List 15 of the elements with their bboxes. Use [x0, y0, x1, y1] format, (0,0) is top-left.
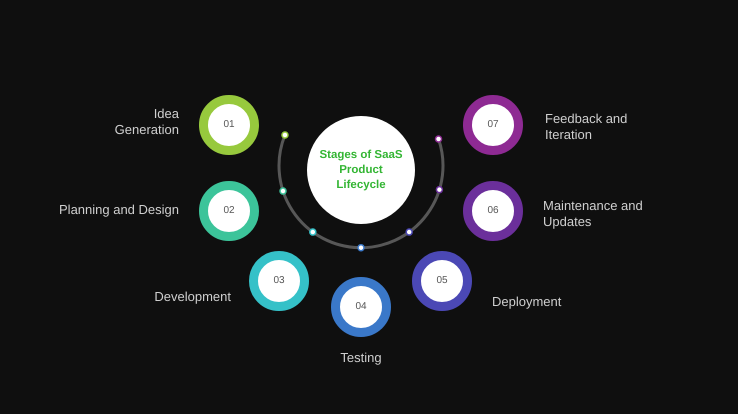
stage-label: Planning and Design [59, 202, 179, 218]
stage-label: Development [154, 289, 231, 305]
stage-number: 07 [487, 120, 499, 130]
stage-label: Idea Generation [114, 106, 179, 138]
center-title: Stages of SaaS Product Lifecycle [318, 148, 404, 192]
stage-number: 02 [223, 206, 235, 216]
stage-number: 05 [436, 276, 448, 286]
stage-label: Testing [340, 350, 382, 366]
stage-number: 04 [355, 302, 367, 312]
stage-number: 01 [223, 120, 235, 130]
stage-label: Maintenance and Updates [543, 198, 644, 230]
stage-number: 06 [487, 206, 499, 216]
stage-label: Deployment [492, 294, 562, 310]
stage-label: Feedback and Iteration [545, 111, 628, 143]
stage-number: 03 [273, 276, 285, 286]
